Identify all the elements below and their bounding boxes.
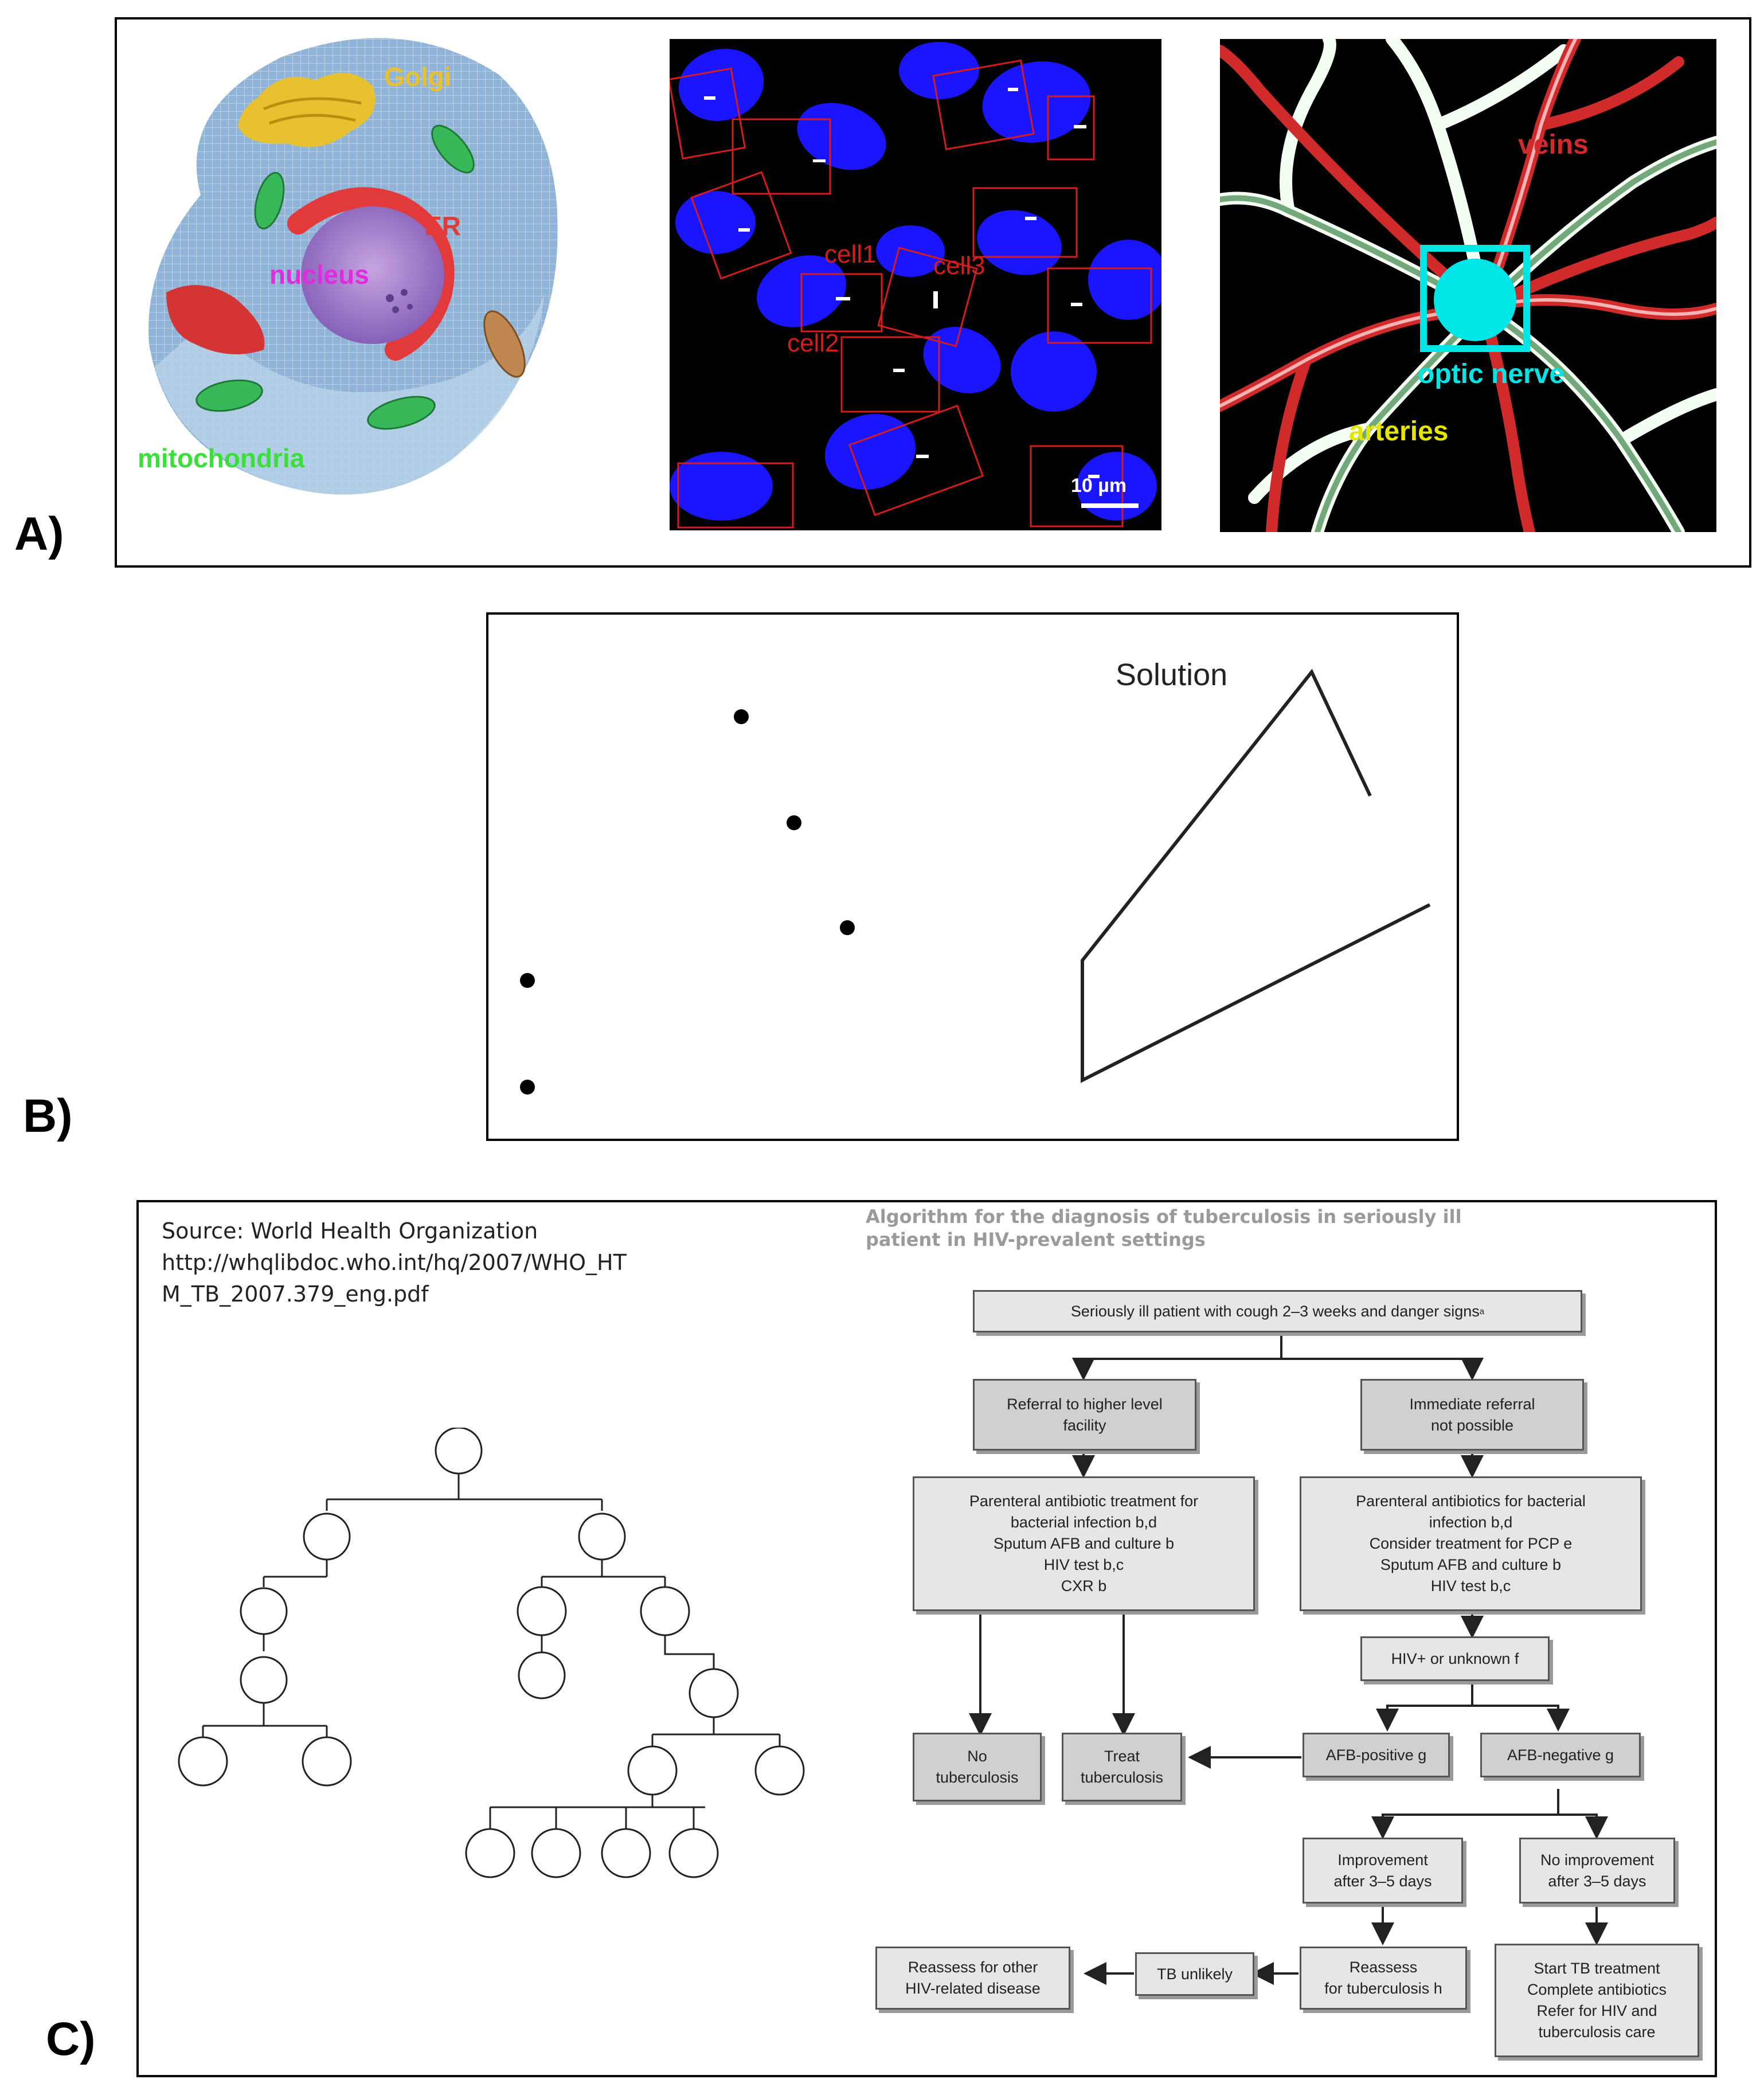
panel-label-a: A): [14, 508, 64, 560]
er-shape: [287, 187, 455, 361]
flow-improvement-box: Improvement after 3–5 days: [1303, 1838, 1463, 1904]
tree-node: [435, 1428, 483, 1475]
mitochondria-label: mitochondria: [138, 443, 305, 473]
tree-node: [465, 1828, 515, 1878]
flow-reassess-tb-box: Reassess for tuberculosis h: [1300, 1947, 1467, 2010]
retina-image: veins optic nerve arteries: [1220, 39, 1716, 532]
flow-no-tb-box: No tuberculosis: [913, 1733, 1042, 1801]
tree-node: [302, 1736, 352, 1787]
flowchart-title: Algorithm for the diagnosis of tuberculo…: [866, 1205, 1462, 1251]
scale-bar-label: 10 µm: [1071, 475, 1127, 497]
flowchart-title-line-2: patient in HIV-prevalent settings: [866, 1229, 1206, 1250]
optic-nerve-label: optic nerve: [1418, 359, 1564, 389]
tree-node: [640, 1586, 690, 1636]
veins-label: veins: [1518, 130, 1589, 160]
tree-node: [578, 1513, 626, 1561]
flow-parenteral-right-box: Parenteral antibiotics for bacterial inf…: [1300, 1476, 1642, 1611]
point: [520, 1080, 535, 1095]
point: [787, 815, 801, 830]
golgi-shape: [238, 73, 376, 147]
flow-hiv-box: HIV+ or unknown f: [1360, 1636, 1550, 1681]
flow-no-improvement-box: No improvement after 3–5 days: [1519, 1838, 1675, 1904]
cell-illustration: Golgi ER nucleus mitochondria: [138, 38, 558, 495]
flow-parenteral-left-box: Parenteral antibiotic treatment for bact…: [913, 1476, 1255, 1611]
tree-node: [303, 1513, 351, 1561]
tree-node: [240, 1587, 288, 1635]
source-citation: Source: World Health Organization http:/…: [162, 1216, 627, 1310]
point: [520, 973, 535, 988]
tree-node: [627, 1745, 678, 1796]
cell3-label: cell3: [933, 252, 985, 280]
flow-start-tb-box: Start TB treatment Complete antibiotics …: [1495, 1944, 1699, 2057]
cell2-label: cell2: [787, 329, 839, 357]
scattered-points: [520, 709, 855, 1095]
point: [734, 709, 749, 724]
flow-tb-unlikely-box: TB unlikely: [1135, 1952, 1254, 1996]
flow-start-text: Seriously ill patient with cough 2–3 wee…: [1070, 1302, 1480, 1320]
tree-node: [518, 1651, 566, 1699]
flow-afb-negative-box: AFB-negative g: [1480, 1733, 1641, 1777]
flowchart-title-line-1: Algorithm for the diagnosis of tuberculo…: [866, 1206, 1462, 1228]
nuclei: [670, 42, 1161, 521]
er-label: ER: [424, 211, 461, 241]
flow-treat-tb-box: Treat tuberculosis: [1062, 1733, 1182, 1801]
mitochondria-shapes: [195, 124, 475, 430]
tree-node: [601, 1828, 651, 1878]
flow-start-box: Seriously ill patient with cough 2–3 wee…: [973, 1290, 1582, 1332]
tree-node: [517, 1586, 567, 1636]
source-line-1: Source: World Health Organization: [162, 1218, 538, 1244]
tree-node: [178, 1736, 228, 1787]
nucleus-shape: [301, 206, 444, 344]
tree-node: [240, 1656, 288, 1704]
flow-start-sup: a: [1479, 1306, 1485, 1316]
panel-b-frame: [486, 612, 1459, 1141]
tree-nodes: [178, 1428, 805, 1878]
microscopy-image: cell1 cell2 cell3 10 µm: [670, 39, 1161, 530]
cell1-label: cell1: [824, 240, 877, 268]
tree-diagram: [178, 1428, 805, 1878]
solution-polyline: [1081, 669, 1431, 1083]
golgi-label: Golgi: [384, 62, 452, 92]
arteries-label: arteries: [1349, 416, 1448, 447]
detection-boxes: [670, 59, 1152, 529]
scale-bar: [1081, 503, 1139, 508]
point: [840, 920, 855, 935]
tree-node: [754, 1745, 805, 1796]
flow-referral-box: Referral to higher level facility: [973, 1379, 1196, 1451]
source-line-3: M_TB_2007.379_eng.pdf: [162, 1281, 429, 1307]
flowchart-connectors: [969, 1330, 1608, 1985]
nucleus-label: nucleus: [269, 260, 369, 290]
source-line-2: http://whqlibdoc.who.int/hq/2007/WHO_HT: [162, 1250, 627, 1275]
tree-node: [668, 1828, 719, 1878]
tree-node: [689, 1668, 739, 1718]
tree-node: [531, 1828, 581, 1878]
flow-afb-positive-box: AFB-positive g: [1303, 1733, 1450, 1777]
optic-nerve-disc: [1434, 259, 1516, 341]
panel-b-drawing: Solution: [520, 658, 1431, 1095]
flow-immediate-box: Immediate referral not possible: [1360, 1379, 1584, 1451]
panel-label-b: B): [23, 1090, 73, 1142]
panel-label-c: C): [46, 2013, 96, 2065]
flow-reassess-other-box: Reassess for other HIV-related disease: [875, 1947, 1070, 2010]
optic-nerve-box: [1420, 245, 1530, 352]
solution-label: Solution: [1116, 658, 1227, 692]
